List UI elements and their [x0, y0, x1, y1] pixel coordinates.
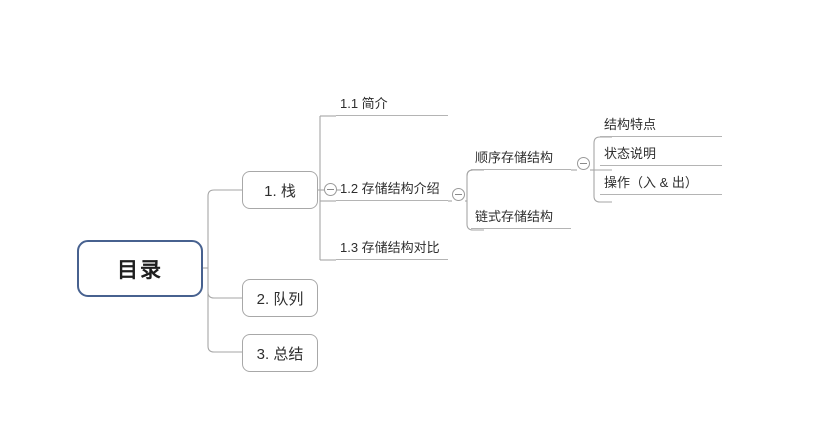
node-intro-label: 1.1 简介	[340, 96, 388, 111]
connector-l32-to-l41	[466, 169, 474, 177]
node-queue-label: 2. 队列	[256, 290, 304, 308]
connector-root-to-queue	[207, 291, 242, 299]
node-summary-label: 3. 总结	[256, 345, 304, 363]
collapse-toggle-icon-sequential-storage[interactable]	[577, 157, 590, 170]
node-stack[interactable]: 1. 栈	[242, 171, 318, 209]
node-queue[interactable]: 2. 队列	[242, 279, 318, 317]
node-summary[interactable]: 3. 总结	[242, 334, 318, 372]
node-storage-structure-intro-label: 1.2 存储结构介绍	[340, 181, 440, 196]
mindmap-root-node[interactable]: 目录	[77, 240, 203, 297]
node-storage-structure-compare-label: 1.3 存储结构对比	[340, 240, 440, 255]
node-storage-structure-intro[interactable]: 1.2 存储结构介绍	[336, 177, 448, 201]
node-operations-label: 操作（入 & 出）	[604, 175, 698, 190]
node-sequential-storage-label: 顺序存储结构	[475, 150, 554, 165]
node-linked-storage[interactable]: 链式存储结构	[471, 205, 571, 229]
node-intro[interactable]: 1.1 简介	[336, 92, 448, 116]
node-structure-features-label: 结构特点	[604, 117, 657, 132]
node-state-description-label: 状态说明	[604, 146, 657, 161]
collapse-toggle-icon-stack[interactable]	[324, 183, 337, 196]
root-node-label: 目录	[117, 258, 163, 282]
node-linked-storage-label: 链式存储结构	[475, 209, 554, 224]
connector-root-to-stack	[207, 189, 242, 197]
node-storage-structure-compare[interactable]: 1.3 存储结构对比	[336, 236, 448, 260]
node-operations[interactable]: 操作（入 & 出）	[600, 171, 722, 195]
collapse-toggle-icon-storage-structure-intro[interactable]	[452, 188, 465, 201]
node-stack-label: 1. 栈	[264, 182, 296, 200]
node-state-description[interactable]: 状态说明	[600, 142, 722, 166]
connector-l41-to-l53	[593, 195, 612, 203]
node-sequential-storage[interactable]: 顺序存储结构	[471, 146, 571, 170]
connector-root-to-summary	[207, 345, 242, 353]
connector-l32-to-l41b	[466, 169, 484, 177]
node-structure-features[interactable]: 结构特点	[600, 113, 722, 137]
